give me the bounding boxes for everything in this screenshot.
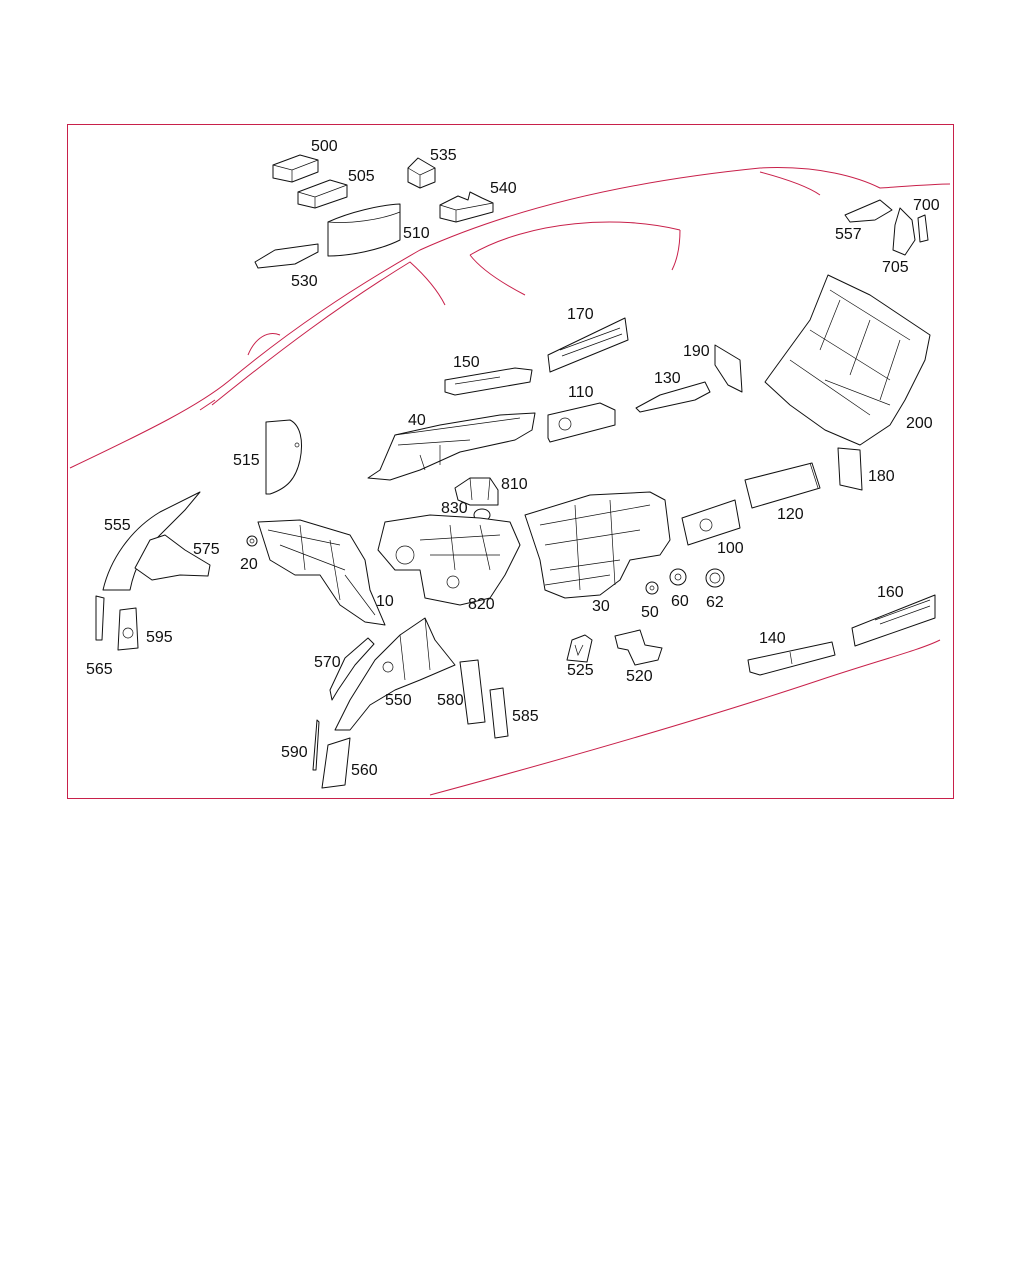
label-170: 170	[567, 306, 594, 323]
part-20	[246, 535, 258, 547]
part-557	[844, 199, 893, 223]
label-505: 505	[348, 168, 375, 185]
diagram-frame	[67, 124, 954, 799]
label-20: 20	[240, 556, 258, 573]
part-170	[547, 317, 629, 373]
label-120: 120	[777, 506, 804, 523]
part-130	[635, 381, 711, 413]
part-820	[377, 514, 521, 606]
part-160	[851, 594, 936, 647]
part-140	[747, 641, 836, 676]
part-530	[254, 243, 319, 269]
label-700: 700	[913, 197, 940, 214]
label-810: 810	[501, 476, 528, 493]
label-140: 140	[759, 630, 786, 647]
part-510	[327, 203, 401, 257]
label-820: 820	[468, 596, 495, 613]
part-labels: 10 20 30 40 50 60 62 100 110 120 130 140…	[86, 138, 940, 779]
part-570	[329, 637, 375, 701]
part-580	[459, 659, 486, 725]
label-540: 540	[490, 180, 517, 197]
part-110	[547, 402, 616, 443]
part-120	[744, 462, 821, 509]
part-190	[714, 344, 743, 393]
part-700	[917, 214, 929, 243]
part-150	[444, 367, 533, 396]
part-590	[312, 719, 320, 771]
part-30	[524, 491, 671, 599]
label-10: 10	[376, 593, 394, 610]
label-585: 585	[512, 708, 539, 725]
label-500: 500	[311, 138, 338, 155]
part-40	[367, 412, 536, 481]
label-110: 110	[568, 384, 594, 401]
part-60	[669, 568, 687, 586]
part-515	[265, 419, 303, 495]
part-585	[489, 687, 509, 739]
part-525	[566, 634, 593, 663]
part-200	[764, 274, 931, 446]
label-575: 575	[193, 541, 220, 558]
part-575	[134, 534, 211, 581]
label-555: 555	[104, 517, 131, 534]
part-62	[705, 568, 725, 588]
part-10	[257, 519, 386, 626]
label-40: 40	[408, 412, 426, 429]
label-590: 590	[281, 744, 308, 761]
label-130: 130	[654, 370, 681, 387]
part-810	[454, 477, 499, 506]
part-500	[272, 154, 319, 183]
part-505	[297, 179, 348, 209]
label-580: 580	[437, 692, 464, 709]
part-705	[892, 207, 916, 256]
part-540	[439, 191, 494, 223]
label-560: 560	[351, 762, 378, 779]
label-595: 595	[146, 629, 173, 646]
label-200: 200	[906, 415, 933, 432]
part-560	[321, 737, 351, 789]
part-520	[614, 629, 663, 666]
label-565: 565	[86, 661, 113, 678]
label-180: 180	[868, 468, 895, 485]
label-525: 525	[567, 662, 594, 679]
label-150: 150	[453, 354, 480, 371]
label-530: 530	[291, 273, 318, 290]
part-180	[837, 447, 863, 491]
label-50: 50	[641, 604, 659, 621]
label-830: 830	[441, 500, 468, 517]
label-160: 160	[877, 584, 904, 601]
part-595	[117, 607, 139, 651]
label-705: 705	[882, 259, 909, 276]
label-100: 100	[717, 540, 744, 557]
label-535: 535	[430, 147, 457, 164]
label-60: 60	[671, 593, 689, 610]
label-557: 557	[835, 226, 862, 243]
label-570: 570	[314, 654, 341, 671]
label-62: 62	[706, 594, 724, 611]
part-50	[645, 581, 659, 595]
part-565	[95, 595, 105, 641]
label-520: 520	[626, 668, 653, 685]
car-body-outline	[69, 167, 951, 796]
label-30: 30	[592, 598, 610, 615]
part-550	[334, 617, 456, 731]
label-550: 550	[385, 692, 412, 709]
part-100	[681, 499, 741, 546]
label-515: 515	[233, 452, 260, 469]
label-510: 510	[403, 225, 430, 242]
label-190: 190	[683, 343, 710, 360]
part-535	[407, 157, 436, 189]
